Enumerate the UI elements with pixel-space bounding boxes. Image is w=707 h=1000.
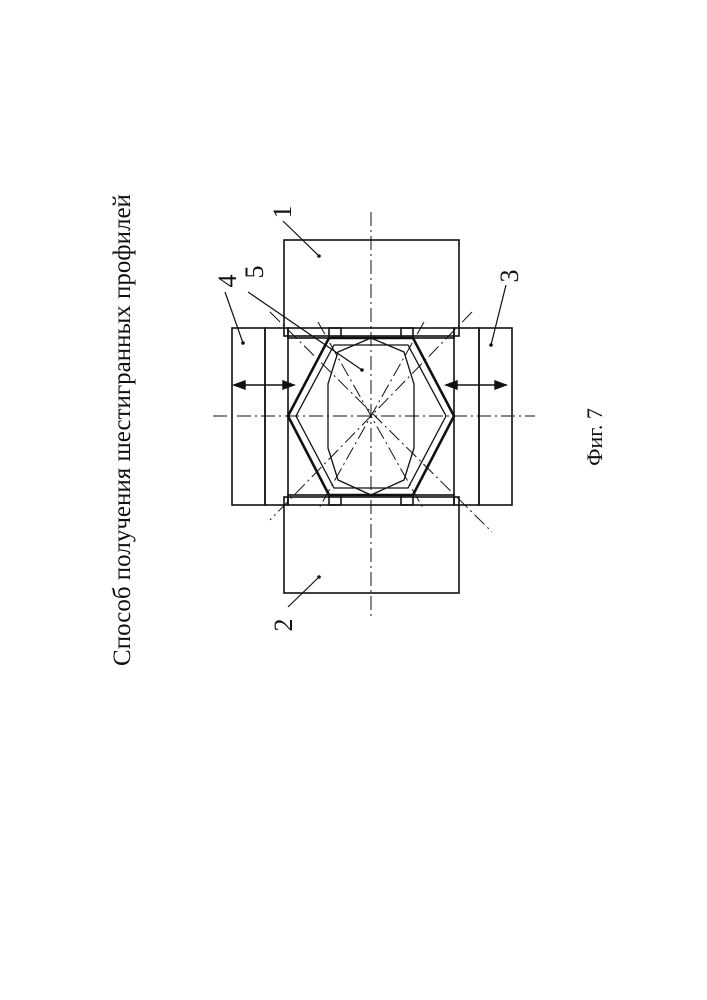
leader-2	[288, 577, 319, 607]
label-2: 2	[271, 619, 297, 632]
label-3: 3	[497, 270, 523, 283]
leader-3	[491, 285, 506, 345]
label-1: 1	[270, 206, 296, 219]
leader-4	[225, 292, 243, 343]
leader-1	[283, 221, 319, 256]
label-5: 5	[242, 266, 268, 279]
label-4: 4	[215, 275, 241, 288]
